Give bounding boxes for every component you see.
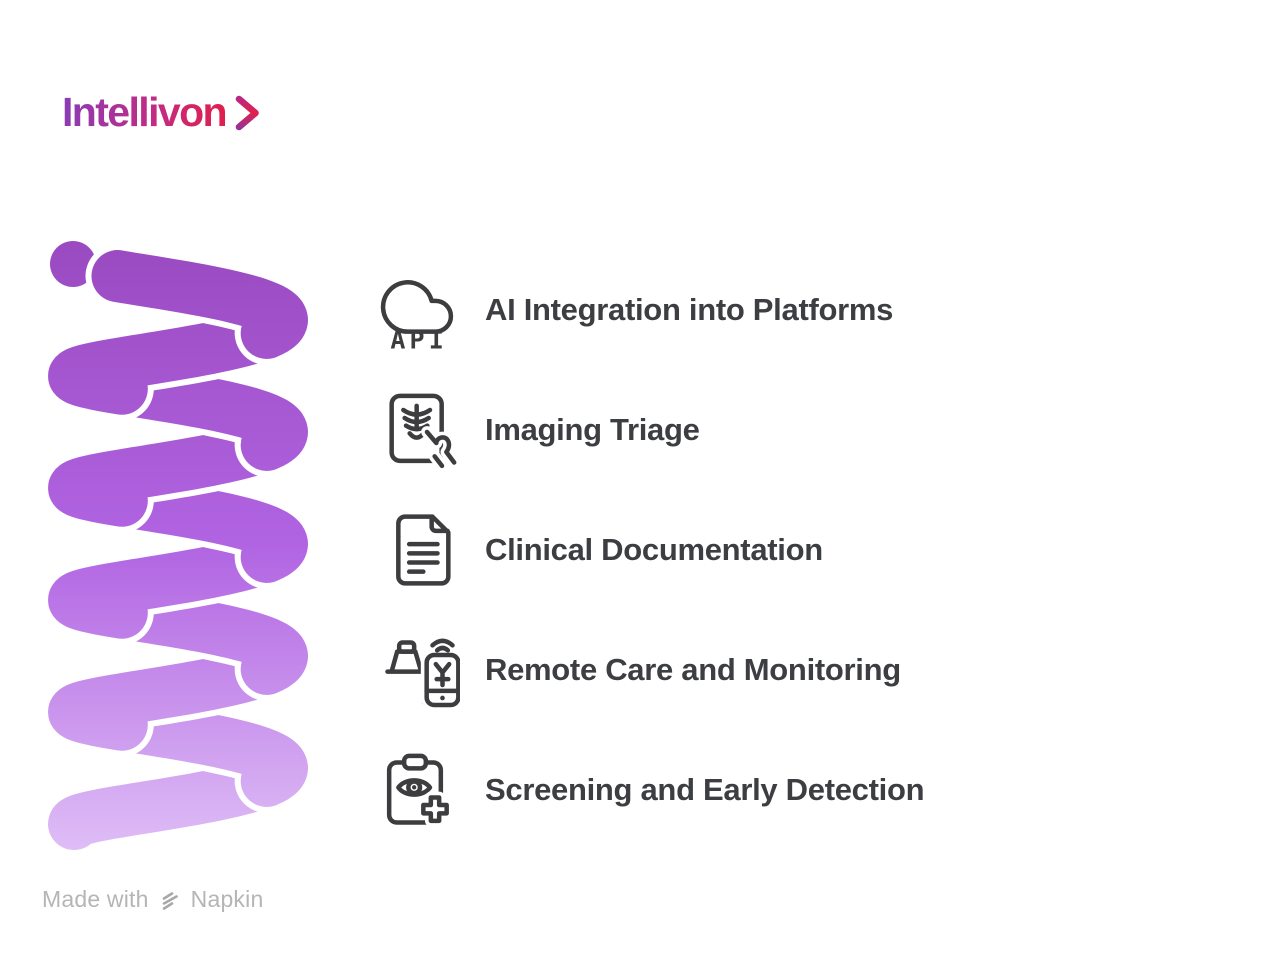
napkin-watermark-badge[interactable]: Made with Napkin	[42, 886, 263, 913]
made-with-text: Made with	[42, 886, 149, 912]
list-item: Imaging Triage	[380, 390, 924, 472]
feature-list: API AI Integration into Platforms Imagin…	[380, 270, 925, 870]
item-label: Remote Care and Monitoring	[485, 652, 901, 687]
item-label: Imaging Triage	[485, 412, 700, 447]
item-label: AI Integration into Platforms	[485, 292, 894, 327]
remote-monitoring-icon	[380, 630, 465, 711]
spiral-graphic	[42, 241, 314, 856]
item-label: Screening and Early Detection	[485, 772, 925, 807]
imaging-triage-icon	[380, 390, 460, 472]
list-item: Remote Care and Monitoring	[380, 630, 924, 711]
brand-logo: Intellivon	[62, 92, 261, 133]
brand-logo-text: Intellivon	[62, 89, 228, 135]
item-label: Clinical Documentation	[485, 532, 823, 567]
napkin-logo-icon	[162, 891, 178, 910]
list-item: Screening and Early Detection	[380, 750, 925, 830]
list-item: Clinical Documentation	[380, 510, 924, 590]
cloud-api-icon: API	[380, 270, 460, 355]
chevron-right-icon	[235, 95, 259, 130]
screening-detection-icon	[380, 750, 460, 830]
clinical-document-icon	[380, 510, 460, 590]
svg-text:API: API	[390, 326, 448, 350]
list-item: API AI Integration into Platforms	[380, 270, 924, 355]
napkin-brand-text: Napkin	[190, 886, 264, 912]
